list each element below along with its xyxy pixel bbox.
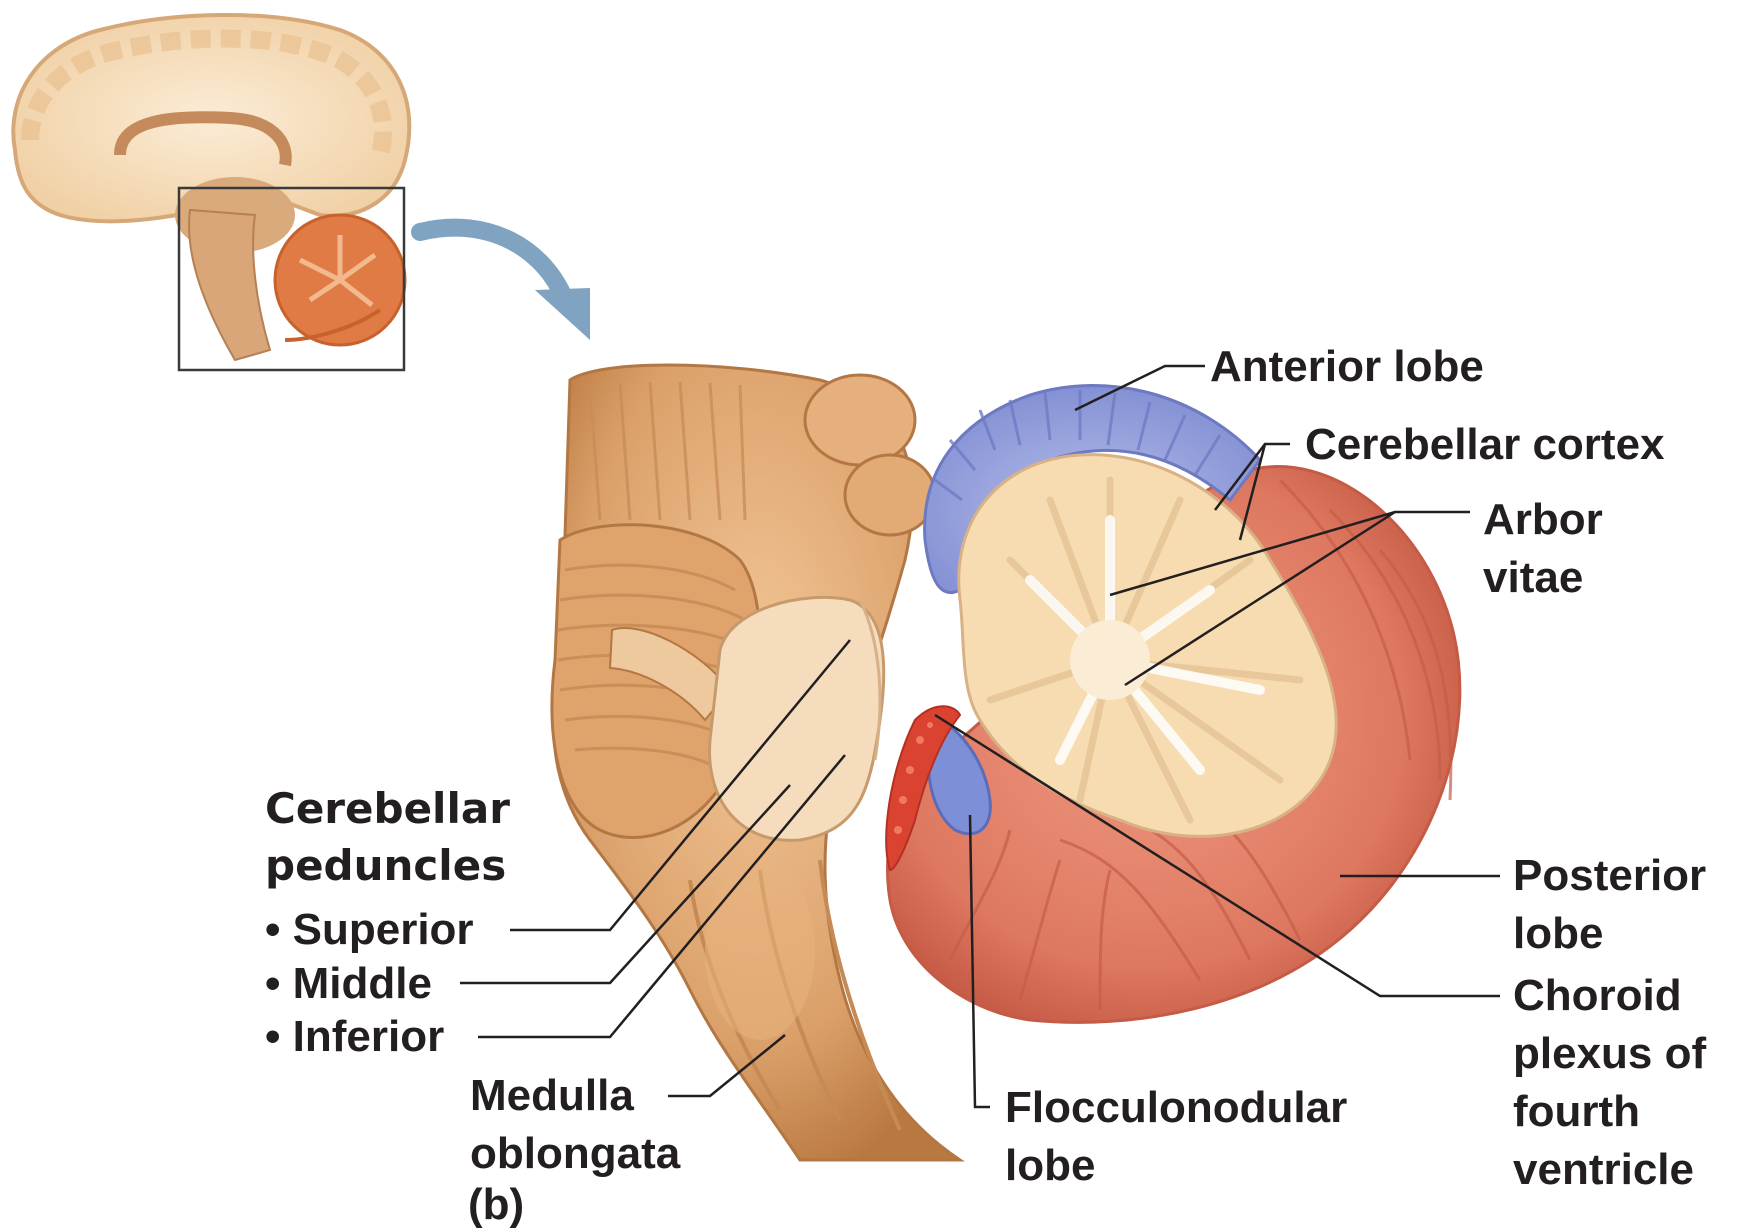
label-cerebellar-cortex: Cerebellar cortex bbox=[1305, 416, 1665, 474]
zoom-arrow bbox=[420, 228, 590, 340]
label-middle-text: • Middle bbox=[265, 955, 432, 1013]
part-letter-text: (b) bbox=[468, 1183, 524, 1227]
label-arbor-vitae-line-1: Arbor bbox=[1483, 491, 1603, 549]
label-inferior-peduncle: • Inferior bbox=[265, 1008, 444, 1066]
label-choroid-line-4: ventricle bbox=[1513, 1141, 1706, 1199]
label-medulla-line-1: Medulla bbox=[470, 1067, 680, 1125]
label-posterior-line-1: Posterior bbox=[1513, 847, 1706, 905]
label-flocculonodular-lobe: Flocculonodular lobe bbox=[1005, 1079, 1347, 1195]
label-cerebellar-cortex-text: Cerebellar cortex bbox=[1305, 416, 1665, 474]
label-medulla-oblongata: Medulla oblongata bbox=[470, 1067, 680, 1183]
label-middle-peduncle: • Middle bbox=[265, 955, 432, 1013]
label-flocculonodular-line-2: lobe bbox=[1005, 1137, 1347, 1195]
label-superior-peduncle: • Superior bbox=[265, 901, 474, 959]
label-arbor-vitae: Arbor vitae bbox=[1483, 491, 1603, 607]
label-superior-text: • Superior bbox=[265, 901, 474, 959]
label-choroid-line-1: Choroid bbox=[1513, 967, 1706, 1025]
label-cerebellar-peduncles-line-2: peduncles bbox=[265, 837, 510, 894]
label-choroid-line-3: fourth bbox=[1513, 1083, 1706, 1141]
label-cerebellar-peduncles: Cerebellar peduncles bbox=[265, 780, 510, 894]
label-flocculonodular-line-1: Flocculonodular bbox=[1005, 1079, 1347, 1137]
label-anterior-lobe: Anterior lobe bbox=[1210, 338, 1484, 396]
label-cerebellar-peduncles-line-1: Cerebellar bbox=[265, 780, 510, 837]
label-inferior-text: • Inferior bbox=[265, 1008, 444, 1066]
label-part-letter: (b) bbox=[468, 1183, 524, 1227]
label-choroid-line-2: plexus of bbox=[1513, 1025, 1706, 1083]
label-posterior-lobe: Posterior lobe bbox=[1513, 847, 1706, 963]
label-anterior-lobe-text: Anterior lobe bbox=[1210, 338, 1484, 396]
inset-brain bbox=[13, 15, 409, 370]
label-medulla-line-2: oblongata bbox=[470, 1125, 680, 1183]
label-posterior-line-2: lobe bbox=[1513, 905, 1706, 963]
label-arbor-vitae-line-2: vitae bbox=[1483, 549, 1603, 607]
label-choroid-plexus: Choroid plexus of fourth ventricle bbox=[1513, 967, 1706, 1199]
